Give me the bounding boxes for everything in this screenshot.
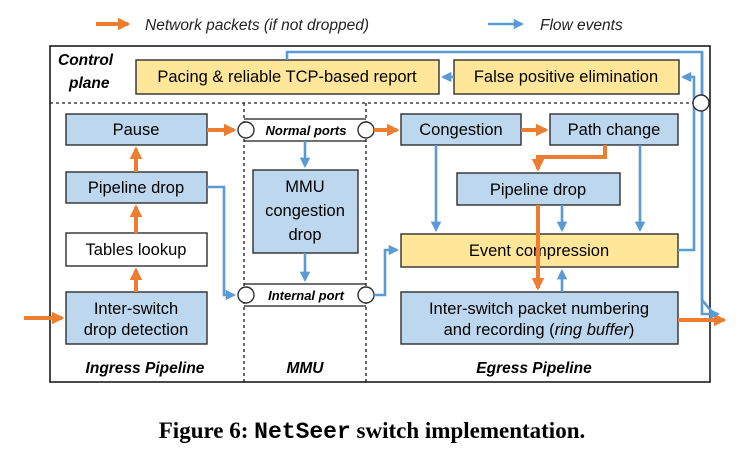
caption-suffix: switch implementation. [350, 418, 586, 443]
internal-port-out-circle [357, 286, 375, 304]
ingress-pipeline-drop-label: Pipeline drop [88, 179, 184, 197]
normal-ports-out-circle [357, 121, 375, 139]
legend-flow-events: Flow events [540, 17, 623, 34]
tables-lookup-label: Tables lookup [86, 241, 187, 259]
egress-pipeline-drop-box [456, 172, 621, 206]
mmu-congestion-label-2: congestion [265, 202, 345, 220]
internal-port-label: Internal port [268, 288, 345, 303]
arrow-event-compression-to-control-plane [678, 102, 696, 252]
mmu-congestion-label-3: drop [288, 226, 321, 244]
ingress-section-label: Ingress Pipeline [86, 360, 205, 377]
egress-pipeline-drop-label: Pipeline drop [490, 181, 586, 199]
normal-ports-label: Normal ports [266, 123, 347, 138]
report-box [135, 59, 440, 95]
internal-port-in-circle [237, 286, 255, 304]
packet-arrows [24, 123, 727, 327]
pause-label: Pause [113, 121, 160, 139]
switch-frame [49, 45, 711, 383]
packet-numbering-label-1: Inter-switch packet numbering [429, 300, 649, 318]
arrow-to-fp-elim [680, 71, 696, 102]
figure-caption: Figure 6: NetSeer switch implementation. [0, 418, 744, 445]
tables-lookup-box [65, 232, 208, 267]
arrow-loop-out [700, 52, 721, 320]
legend-network-packets: Network packets (if not dropped) [145, 17, 369, 34]
caption-name: NetSeer [254, 419, 351, 445]
inter-switch-drop-label-2: drop detection [84, 321, 189, 339]
control-plane-label: Control [58, 52, 114, 69]
legend: Network packets (if not dropped) Flow ev… [96, 17, 623, 34]
pause-box [65, 113, 208, 146]
caption-prefix: Figure 6: [158, 418, 255, 443]
mmu-congestion-box [252, 169, 359, 254]
flow-event-arrows [207, 50, 721, 320]
arrow-pipeline-drop-to-internal-port [207, 185, 237, 301]
path-change-label: Path change [568, 121, 661, 139]
path-change-box [549, 113, 679, 146]
inter-switch-drop-box [65, 291, 208, 345]
fp-elim-label: False positive elimination [474, 68, 658, 86]
inter-switch-drop-label-1: Inter-switch [94, 300, 178, 318]
congestion-label: Congestion [419, 121, 502, 139]
egress-section-label: Egress Pipeline [476, 360, 592, 377]
mmu-congestion-label-1: MMU [285, 178, 324, 196]
arrow-path-change-to-pipeline-drop [531, 145, 607, 172]
packet-numbering-label-2: and recording (ring buffer) [444, 321, 635, 339]
control-plane-port-circle [692, 94, 710, 112]
arrow-internal-port-to-event-compression [374, 244, 400, 297]
packet-numbering-box [400, 291, 679, 345]
fp-elim-box [453, 59, 680, 95]
mmu-section-label: MMU [286, 360, 324, 377]
control-plane-label-2: plane [68, 75, 110, 92]
report-label: Pacing & reliable TCP-based report [157, 68, 417, 86]
congestion-box [400, 113, 522, 146]
normal-ports-in-circle [237, 121, 255, 139]
